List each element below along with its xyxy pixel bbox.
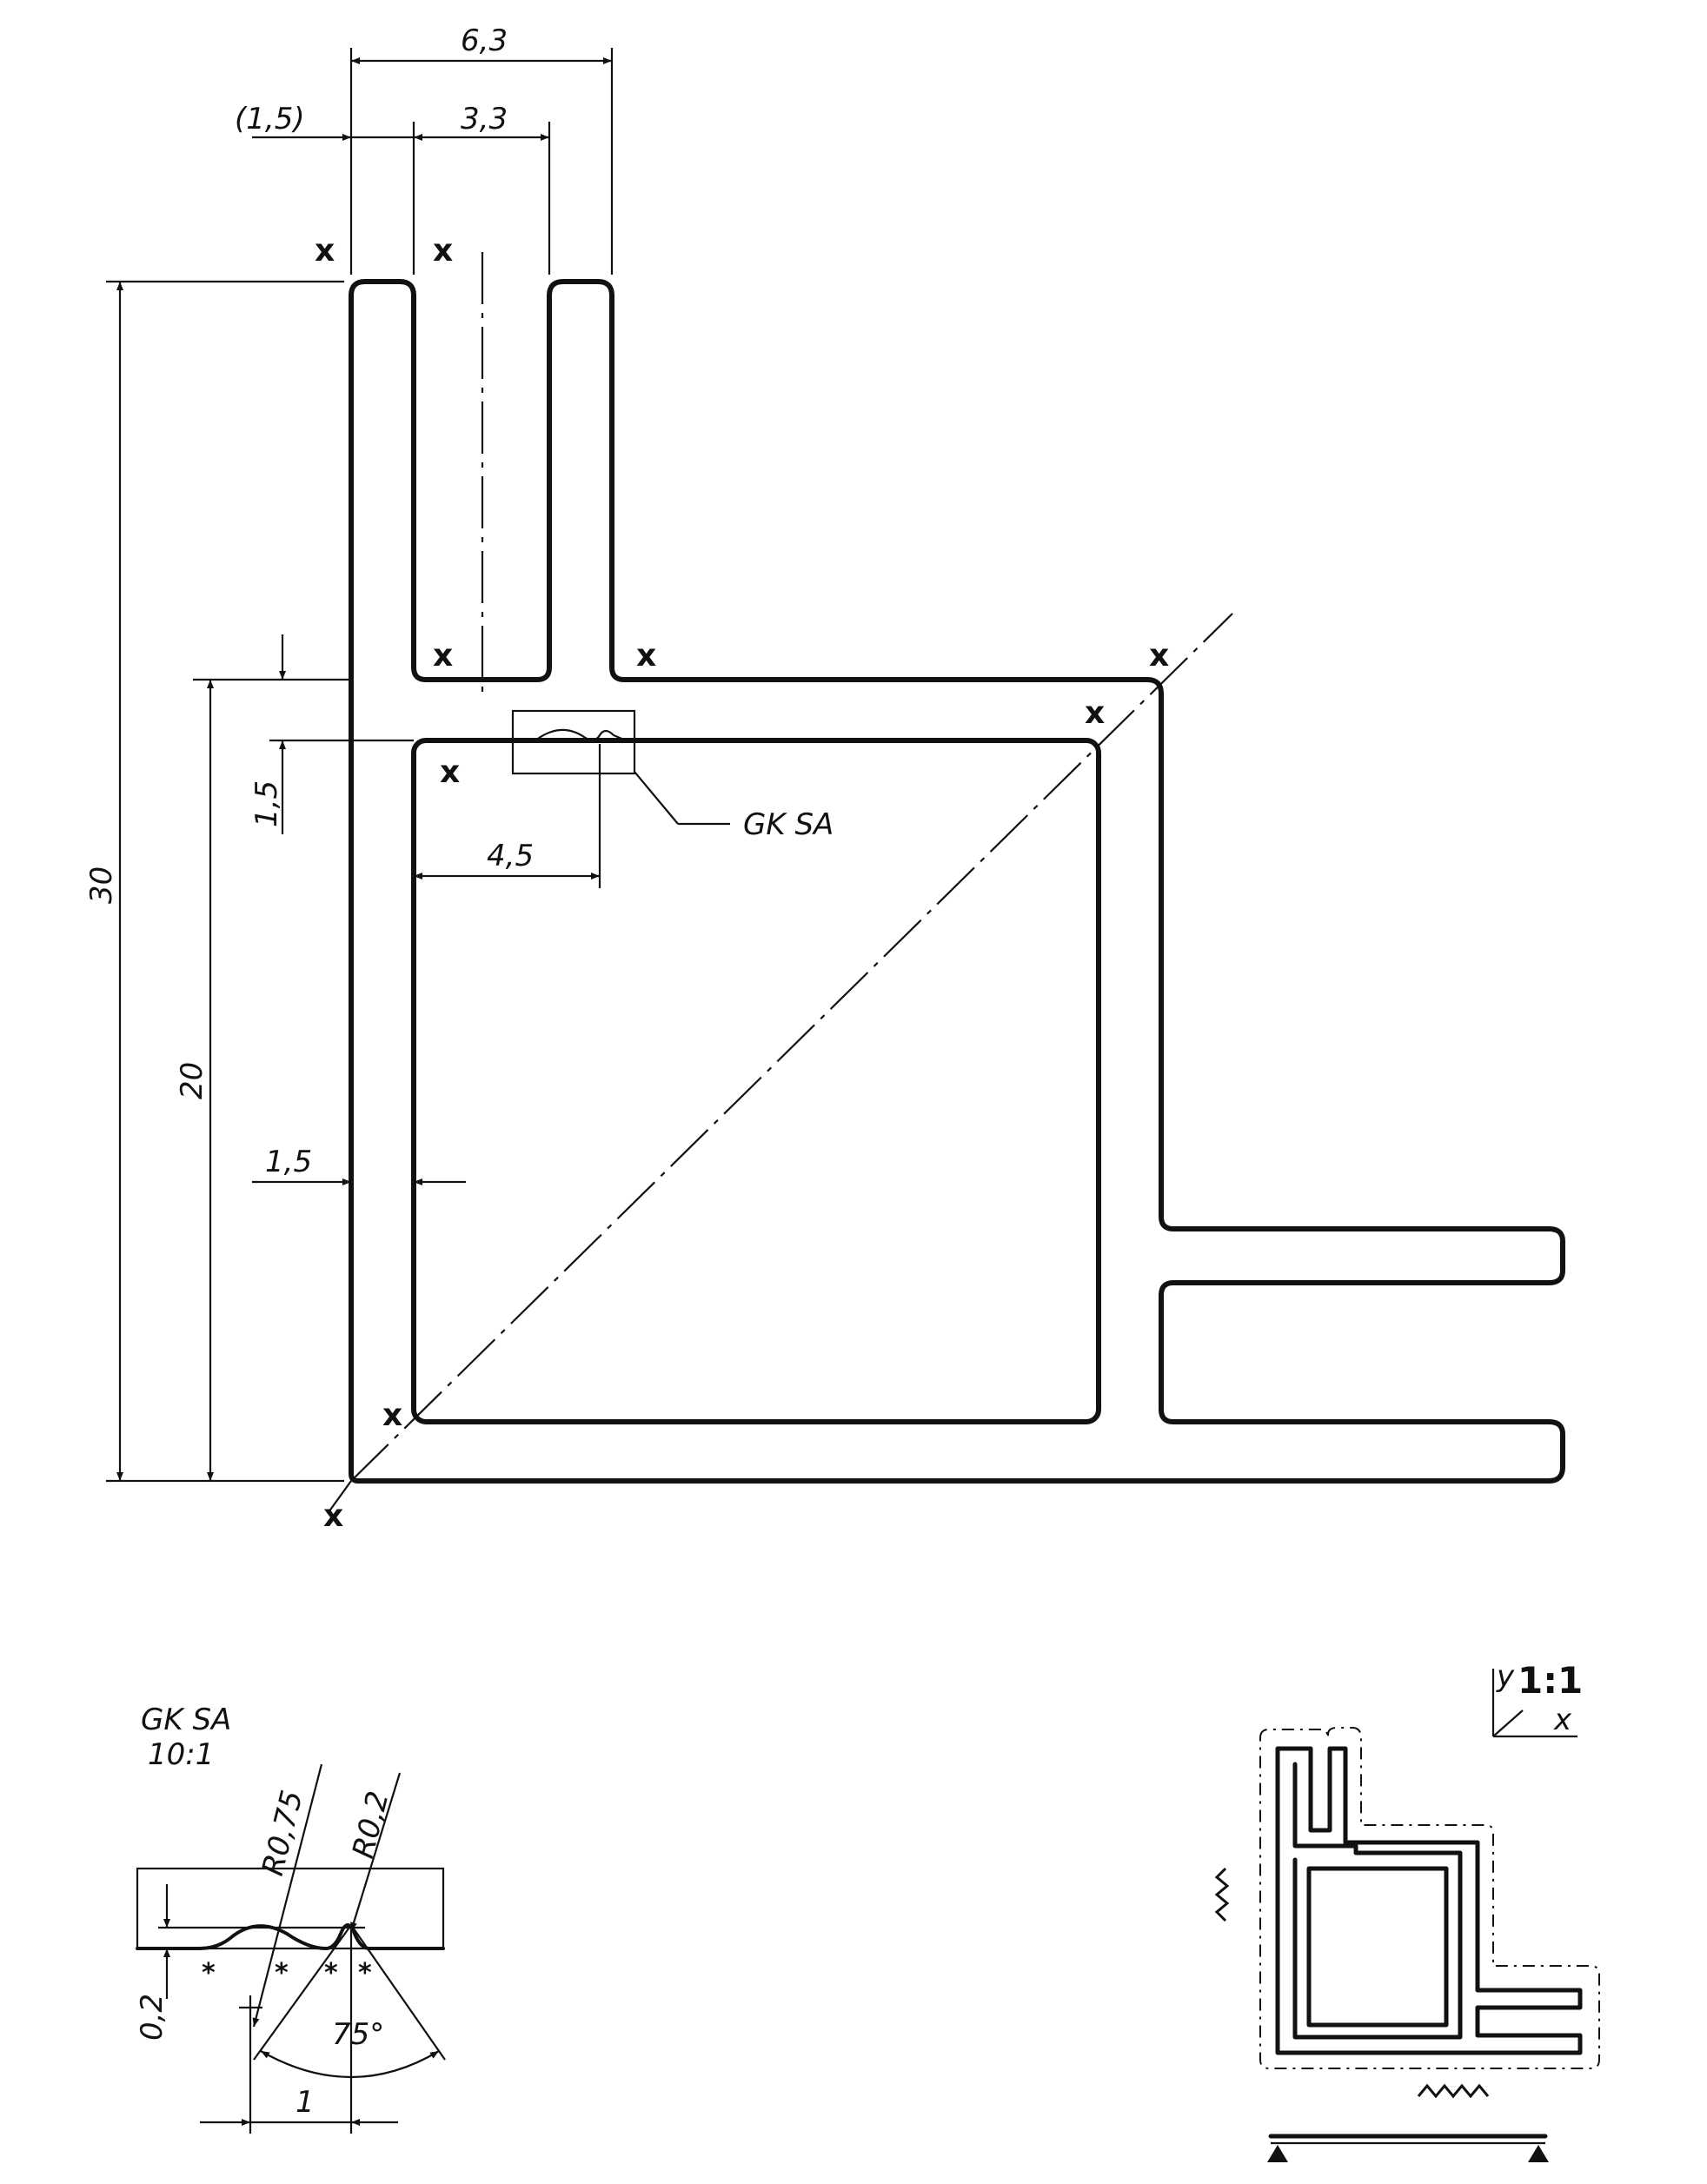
main-profile: GK SA: [328, 252, 1565, 1513]
corner-mark: x: [323, 1498, 343, 1534]
diagonal-extension: [328, 1480, 352, 1513]
thumbnail-chamber: [1306, 1866, 1449, 2028]
feature-mark: *: [324, 1958, 338, 1988]
dim-slot-width: 3,3: [461, 102, 508, 136]
detail-angle: 75°: [332, 2017, 384, 2052]
angle-leg: [253, 1924, 352, 2061]
feature-mark: *: [202, 1958, 216, 1988]
detail-view-profile: [136, 1923, 445, 1950]
angle-arc: [260, 2050, 440, 2079]
thumbnail-profile-inner: [1292, 1762, 1463, 2040]
feature-mark: *: [275, 1958, 289, 1988]
detail-callout-label: GK SA: [743, 807, 834, 842]
corner-mark: x: [433, 638, 453, 674]
surface-symbol-bottom: [1417, 2083, 1490, 2099]
corner-mark: x: [315, 233, 335, 269]
detail-pitch: 1: [296, 2085, 315, 2120]
dim-box-height: 20: [175, 1062, 209, 1099]
dim-detail-position: 4,5: [487, 839, 534, 873]
profile-outer-outline: [349, 279, 1565, 1484]
detail-view: GK SA 10:1 0,2 R0,75 R0,2 75° 1 * * *: [135, 1703, 446, 2134]
corner-mark: x: [1085, 695, 1105, 731]
dim-wall-thickness-top: 1,5: [249, 780, 284, 827]
axis-z-line: [1492, 1709, 1524, 1737]
diagonal-centerline: [350, 613, 1233, 1482]
thumbnail-view: y x 1:1: [1214, 1659, 1600, 2162]
detail-callout-leader: [634, 771, 679, 825]
corner-marks: x x x x x x x x x: [315, 233, 1169, 1534]
axis-y-label: y: [1496, 1659, 1515, 1694]
angle-leg: [350, 1924, 446, 2061]
detail-radius-large: R0,75: [256, 1787, 310, 1879]
axis-x-label: x: [1553, 1703, 1572, 1737]
profile-inner-chamber: [411, 738, 1101, 1424]
thumbnail-scale: 1:1: [1518, 1659, 1583, 1702]
dim-wall-thickness-left: 1,5: [265, 1145, 312, 1179]
detail-callout-frame: [511, 709, 636, 775]
surface-symbol-left: [1214, 1867, 1230, 1922]
corner-mark: x: [440, 754, 460, 790]
corner-mark: x: [433, 233, 453, 269]
radius-leader-small: [349, 1772, 402, 1932]
corner-mark: x: [636, 638, 656, 674]
support-left: [1267, 2145, 1288, 2162]
detail-callout-profile: [535, 728, 627, 742]
dimensions: 6,3 (1,5) 3,3 30 20 1,5 4,5 1,5: [84, 23, 614, 1483]
corner-mark: x: [1149, 638, 1169, 674]
detail-view-frame: [136, 1867, 445, 1950]
radius-leader-large: [252, 1763, 323, 2028]
dim-total-height: 30: [84, 866, 119, 904]
dim-top-offset: (1,5): [235, 102, 305, 136]
corner-mark: x: [382, 1397, 402, 1433]
detail-view-title: GK SA: [141, 1703, 231, 1737]
detail-view-scale: 10:1: [148, 1737, 214, 1772]
support-right: [1528, 2145, 1549, 2162]
dim-top-width: 6,3: [461, 23, 508, 58]
detail-radius-small: R0,2: [346, 1788, 396, 1862]
detail-height: 0,2: [135, 1994, 169, 2041]
feature-mark: *: [358, 1958, 372, 1988]
thumbnail-profile-outer: [1275, 1746, 1583, 2055]
